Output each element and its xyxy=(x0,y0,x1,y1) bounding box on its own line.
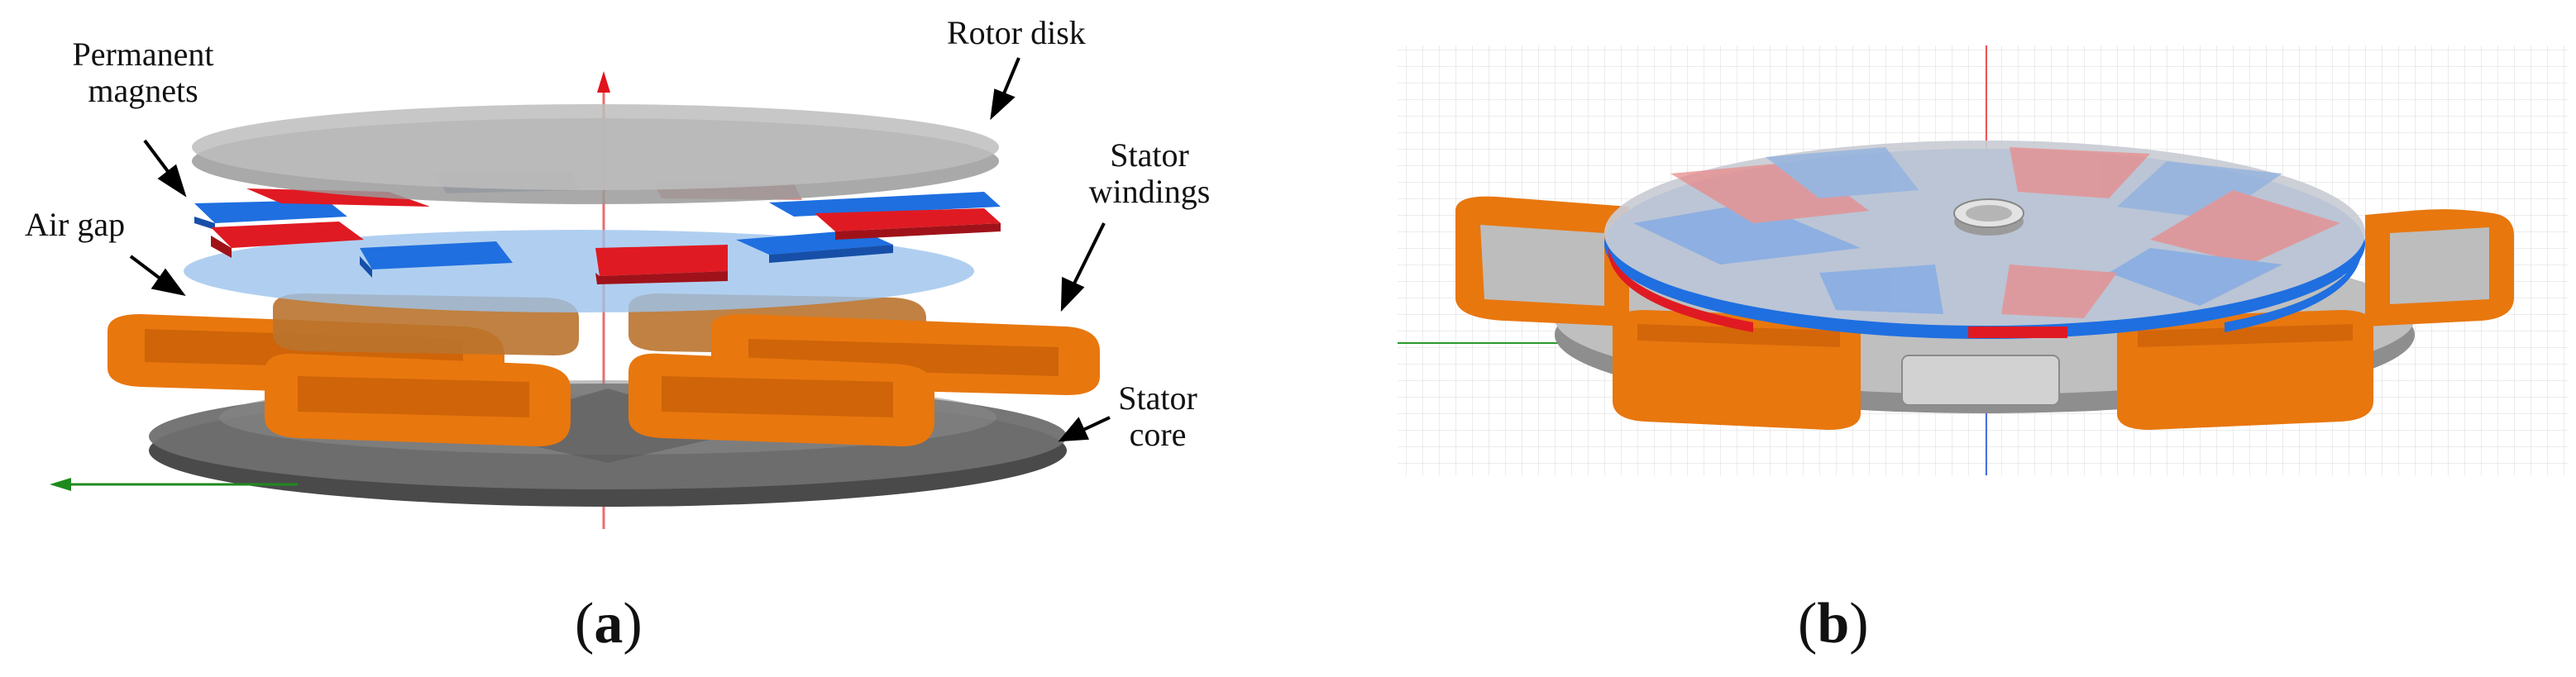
caption-b-letter: b xyxy=(1817,592,1850,656)
stator-windings xyxy=(1455,196,2514,430)
label-stator-windings: Stator windings xyxy=(1067,137,1232,210)
x-axis-arrowhead xyxy=(50,478,71,491)
label-stator-core-line1: Stator xyxy=(1118,379,1197,417)
caption-b: (b) xyxy=(1798,592,1869,656)
rotor-disk xyxy=(192,104,999,190)
label-stator-core-line2: core xyxy=(1129,416,1187,453)
label-stator-windings-line1: Stator xyxy=(1110,136,1189,174)
annotation-arrows xyxy=(129,57,1111,442)
caption-a-letter: a xyxy=(594,592,624,656)
exploded-motor-drawing xyxy=(50,57,1111,529)
label-stator-core: Stator core xyxy=(1100,380,1216,453)
label-air-gap: Air gap xyxy=(25,206,126,243)
panel-b-assembled-view: (b) xyxy=(1290,0,2576,677)
permanent-magnets xyxy=(1633,147,2340,318)
label-permanent-magnets: Permanent magnets xyxy=(56,36,230,109)
label-permanent-magnets-line1: Permanent xyxy=(72,36,214,73)
label-stator-windings-line2: windings xyxy=(1088,173,1211,210)
panel-a-exploded-view: Rotor disk Permanent magnets Stator wind… xyxy=(25,14,1232,656)
z-axis-arrowhead xyxy=(597,71,610,93)
assembled-motor-drawing xyxy=(1398,45,2568,475)
stator-core-slot xyxy=(1901,355,2060,406)
caption-a: (a) xyxy=(575,592,643,656)
label-permanent-magnets-line2: magnets xyxy=(88,72,198,109)
label-rotor-disk: Rotor disk xyxy=(947,14,1086,51)
